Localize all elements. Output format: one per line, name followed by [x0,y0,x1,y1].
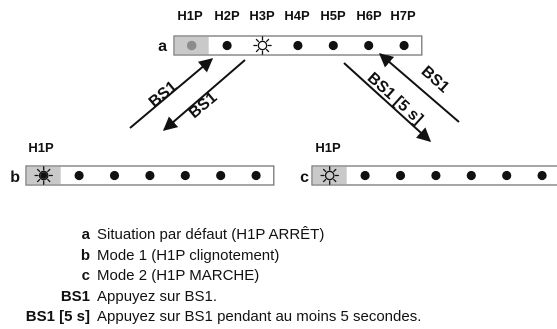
panel-c-led-label-h1p: H1P [315,140,341,155]
led-label-h7p: H7P [390,8,416,23]
led-mode-diagram: H1P H2P H3P H4P H5P H6P H7P a H1P b H1P … [10,8,557,186]
panel-a-led-bar [173,35,423,56]
panel-a-label: a [158,38,167,55]
led-3-on-icon [253,36,272,55]
legend-item-c: c Mode 2 (H1P MARCHE) [0,266,557,287]
led-label-h6p: H6P [356,8,382,23]
led-6-dot-icon [364,40,374,51]
legend-text: Appuyez sur BS1 pendant au moins 5 secon… [97,308,422,325]
arrow-b-to-a [129,58,214,129]
led-1-blink-core [40,172,48,179]
led-1-on-icon [320,166,339,185]
led-1-blink-icon [34,166,53,185]
legend-text: Appuyez sur BS1. [97,287,218,305]
label-bs1-a-to-b: BS1 [186,89,221,122]
led-4-dot-icon [145,170,155,181]
legend-text: Mode 2 (H1P MARCHE) [97,267,260,284]
led-7-dot-icon [251,170,261,181]
led-label-h3p: H3P [249,8,275,23]
led-4-dot-icon [431,170,441,181]
led-2-dot-icon [222,40,232,51]
panel-b-led-bar [25,165,275,186]
legend: a Situation par défaut (H1P ARRÊT) b Mod… [0,225,557,328]
legend-text: Mode 1 (H1P clignotement) [97,246,280,264]
led-label-h1p: H1P [177,8,203,23]
led-4-dot-icon [293,40,303,51]
led-label-h5p: H5P [320,8,346,23]
panel-b-label: b [10,169,20,186]
legend-key: a [81,226,90,243]
arrow-a-to-c [343,62,432,142]
led-7-dot-icon [399,40,409,51]
legend-item-bs1: BS1 Appuyez sur BS1. [0,287,557,308]
panel-b-led-label-h1p: H1P [28,140,54,155]
led-2-dot-icon [74,170,84,181]
arrow-a-to-b [162,59,246,131]
led-3-dot-icon [395,170,406,181]
led-label-h4p: H4P [284,8,310,23]
label-bs1-b-to-a: BS1 [146,78,181,111]
led-3-dot-icon [109,170,120,181]
led-5-dot-icon [466,170,476,181]
panel-c-led-bar [311,165,557,186]
led-5-dot-icon [328,40,338,51]
panel-c-label: c [300,169,309,186]
label-bs1-5s-a-to-c: BS1 [5 s] [364,69,426,127]
legend-item-a: a Situation par défaut (H1P ARRÊT) [0,225,557,246]
legend-key: BS1 [5 s] [25,308,90,325]
legend-item-bs1-5s: BS1 [5 s] Appuyez sur BS1 pendant au moi… [0,307,557,328]
led-2-dot-icon [360,170,370,181]
led-1-off-icon [186,40,197,51]
panel-a-led-labels: H1P H2P H3P H4P H5P H6P H7P [177,8,416,23]
led-1-highlight [312,166,347,185]
legend-key: BS1 [60,287,90,305]
legend-key: b [80,246,90,264]
arrow-c-to-a [378,53,460,123]
led-6-dot-icon [216,170,226,181]
legend-text: Situation par défaut (H1P ARRÊT) [97,226,325,243]
led-5-dot-icon [180,170,190,181]
led-label-h2p: H2P [214,8,240,23]
led-6-dot-icon [502,170,512,181]
legend-item-b: b Mode 1 (H1P clignotement) [0,246,557,267]
legend-key: c [81,267,90,284]
led-7-dot-icon [537,170,547,181]
